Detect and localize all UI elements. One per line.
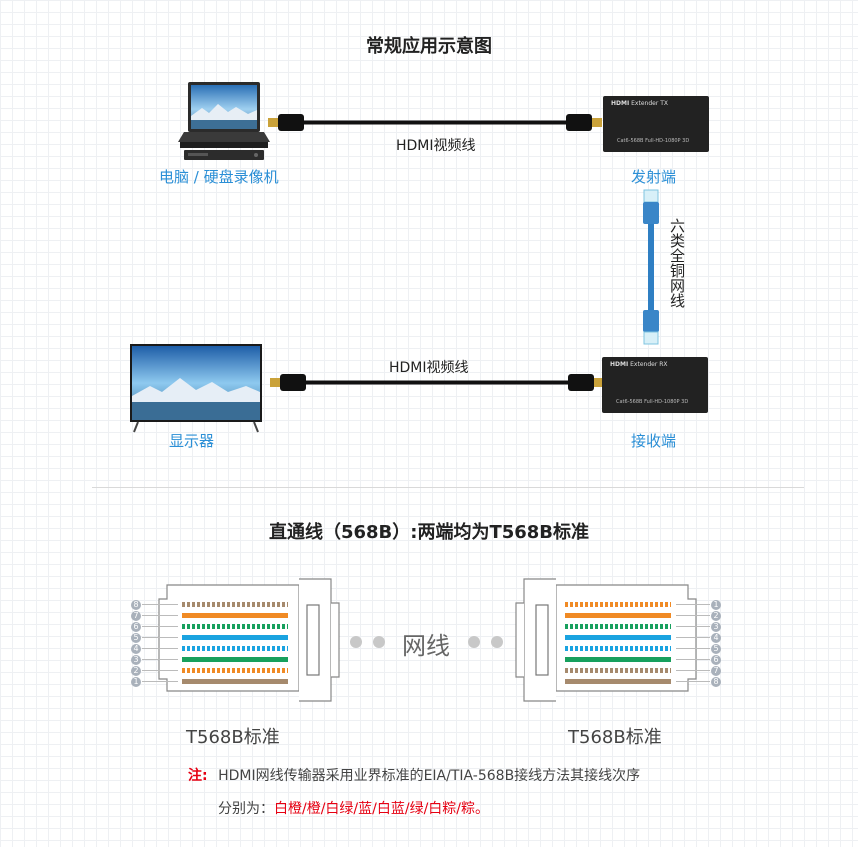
computer-label: 电脑 / 硬盘录像机 <box>159 168 279 186</box>
hdmi-cable-bottom <box>270 368 604 398</box>
rx-mode: RX <box>659 361 668 368</box>
dot-1 <box>350 636 362 648</box>
note-color-order: 白橙/橙/白绿/蓝/白蓝/绿/白粽/粽。 <box>274 801 490 817</box>
tx-text: Extender <box>631 100 659 107</box>
note-line2-prefix: 分别为： <box>218 801 274 817</box>
section-divider <box>92 487 804 488</box>
left-standard-label: T568B标准 <box>186 727 280 748</box>
network-cable-center-label: 网线 <box>402 632 450 660</box>
tx-extender-device: HDMI Extender TX Cat6-568B Full-HD-1080P… <box>603 96 709 152</box>
wiring-title: 直通线（568B）:两端均为T568B标准 <box>268 522 590 543</box>
rx-extender-device: HDMI Extender RX Cat6-568B Full-HD-1080P… <box>602 357 708 413</box>
dot-4 <box>491 636 503 648</box>
note-line-1: 注: HDMI网线传输器采用业界标准的EIA/TIA-568B接线方法其接线次序 <box>188 765 640 785</box>
computer-image <box>178 80 270 162</box>
tx-label: 发射端 <box>631 168 677 186</box>
note-line-2: 分别为：白橙/橙/白绿/蓝/白蓝/绿/白粽/粽。 <box>218 798 489 818</box>
rx-text: Extender <box>630 361 658 368</box>
tx-mode: TX <box>660 100 668 107</box>
note-prefix: 注: <box>188 768 208 784</box>
right-standard-label: T568B标准 <box>568 727 662 748</box>
rx-brand: HDMI <box>610 361 629 368</box>
display-label: 显示器 <box>169 432 215 450</box>
hdmi-cable-top-label: HDMI视频线 <box>396 138 476 154</box>
dot-2 <box>373 636 385 648</box>
note-text-1: HDMI网线传输器采用业界标准的EIA/TIA-568B接线方法其接线次序 <box>218 768 641 784</box>
hdmi-cable-bottom-label: HDMI视频线 <box>389 360 469 376</box>
rx-label: 接收端 <box>631 432 677 450</box>
hdmi-cable-top <box>268 108 602 138</box>
rx-spec: Cat6-568B Full-HD-1080P 3D <box>616 399 689 405</box>
diagram-title: 常规应用示意图 <box>366 36 492 57</box>
display-image <box>128 342 264 434</box>
tx-spec: Cat6-568B Full-HD-1080P 3D <box>617 138 690 144</box>
network-cable-label: 六类全铜网线 <box>668 218 686 308</box>
network-cable <box>638 188 664 348</box>
right-rj45-connector <box>515 575 730 705</box>
left-rj45-connector <box>125 575 340 705</box>
tx-brand: HDMI <box>611 100 630 107</box>
dot-3 <box>468 636 480 648</box>
